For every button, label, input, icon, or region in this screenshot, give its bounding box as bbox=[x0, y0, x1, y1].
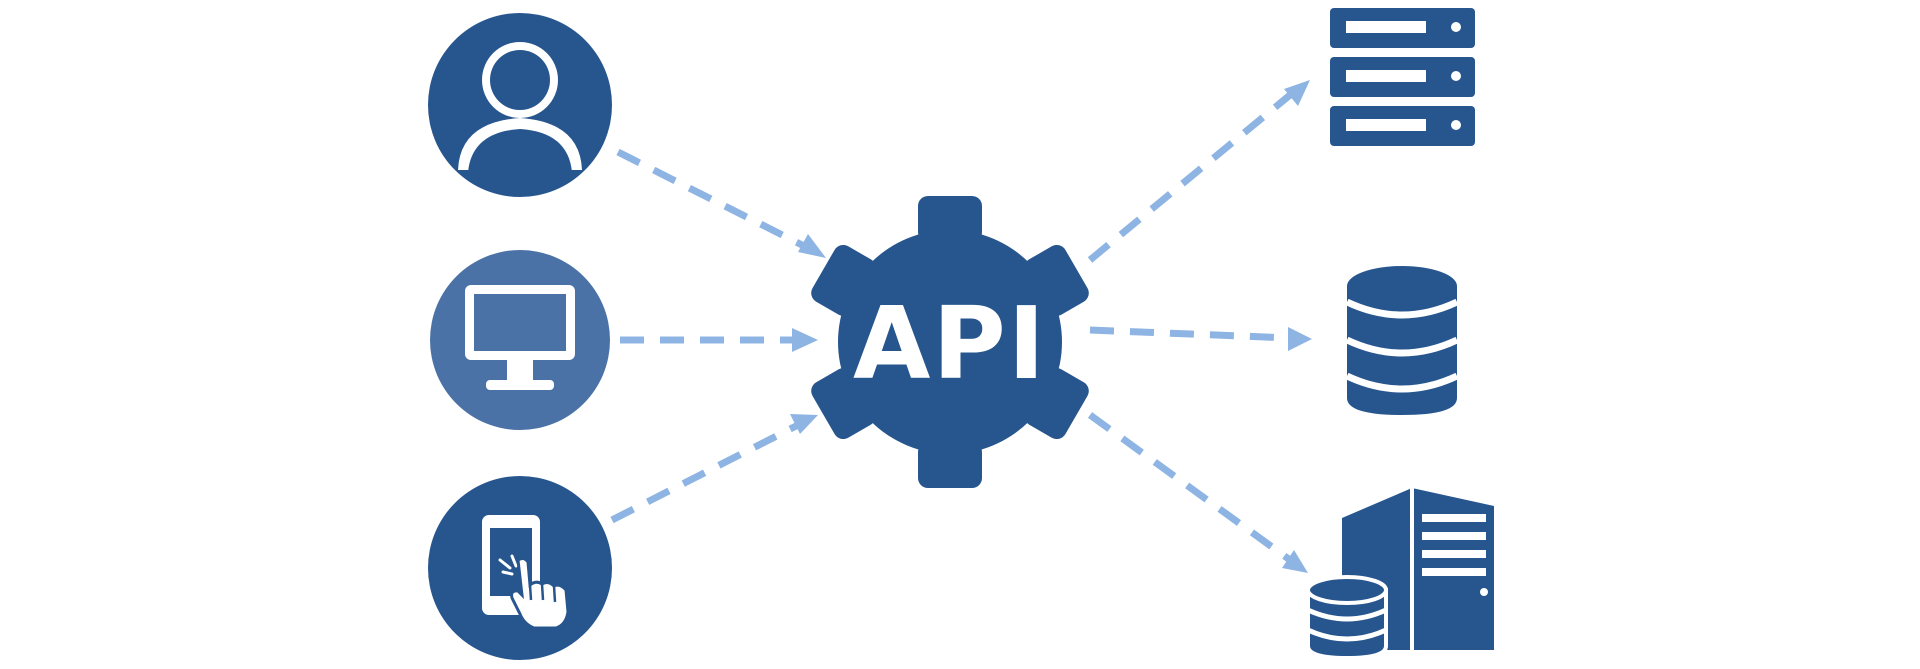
server-rack-icon bbox=[1330, 8, 1475, 146]
backend-database bbox=[1345, 266, 1459, 415]
monitor-icon bbox=[465, 285, 575, 390]
backend-server-database bbox=[1306, 488, 1494, 661]
arrow-api-to-server-database bbox=[1087, 412, 1308, 573]
gear-icon bbox=[811, 196, 1089, 488]
arrow-phone-to-api bbox=[610, 414, 818, 524]
arrow-api-to-database bbox=[1089, 326, 1312, 351]
client-touch-phone bbox=[428, 476, 612, 660]
arrow-user-to-api bbox=[616, 148, 826, 258]
backend-server-rack bbox=[1330, 8, 1475, 146]
arrow-monitor-to-api bbox=[620, 328, 818, 352]
small-database-icon bbox=[1306, 575, 1388, 661]
touch-phone-icon bbox=[482, 515, 570, 630]
api-gear: API bbox=[811, 196, 1089, 488]
server-database-icon bbox=[1306, 488, 1494, 661]
database-icon bbox=[1345, 266, 1459, 415]
arrow-api-to-server-rack bbox=[1087, 80, 1310, 263]
user-icon bbox=[458, 42, 582, 172]
api-label: API bbox=[853, 285, 1047, 402]
client-user bbox=[428, 13, 612, 197]
client-monitor bbox=[430, 250, 610, 430]
